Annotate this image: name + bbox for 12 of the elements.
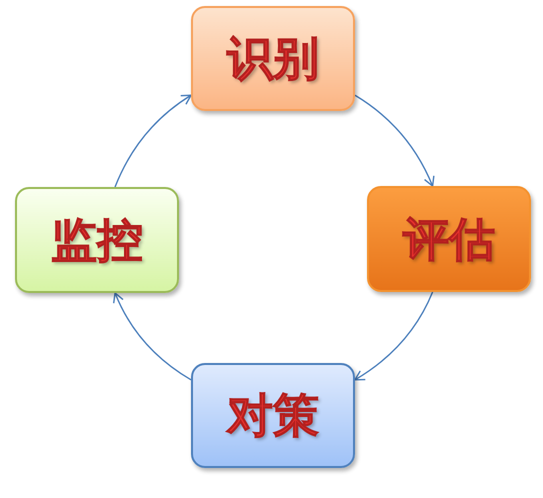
cycle-arrow (354, 292, 434, 380)
cycle-arrow (113, 292, 192, 380)
step-label: 评估 (403, 214, 495, 264)
step-label: 监控 (51, 214, 143, 266)
process-box (367, 186, 531, 292)
process-box (191, 363, 355, 468)
cycle-arrow (354, 94, 434, 187)
step-label: 对策 (227, 390, 319, 441)
cycle-arrow (114, 94, 192, 188)
process-box (15, 187, 179, 293)
process-box (191, 6, 355, 111)
step-label: 识别 (227, 33, 319, 84)
